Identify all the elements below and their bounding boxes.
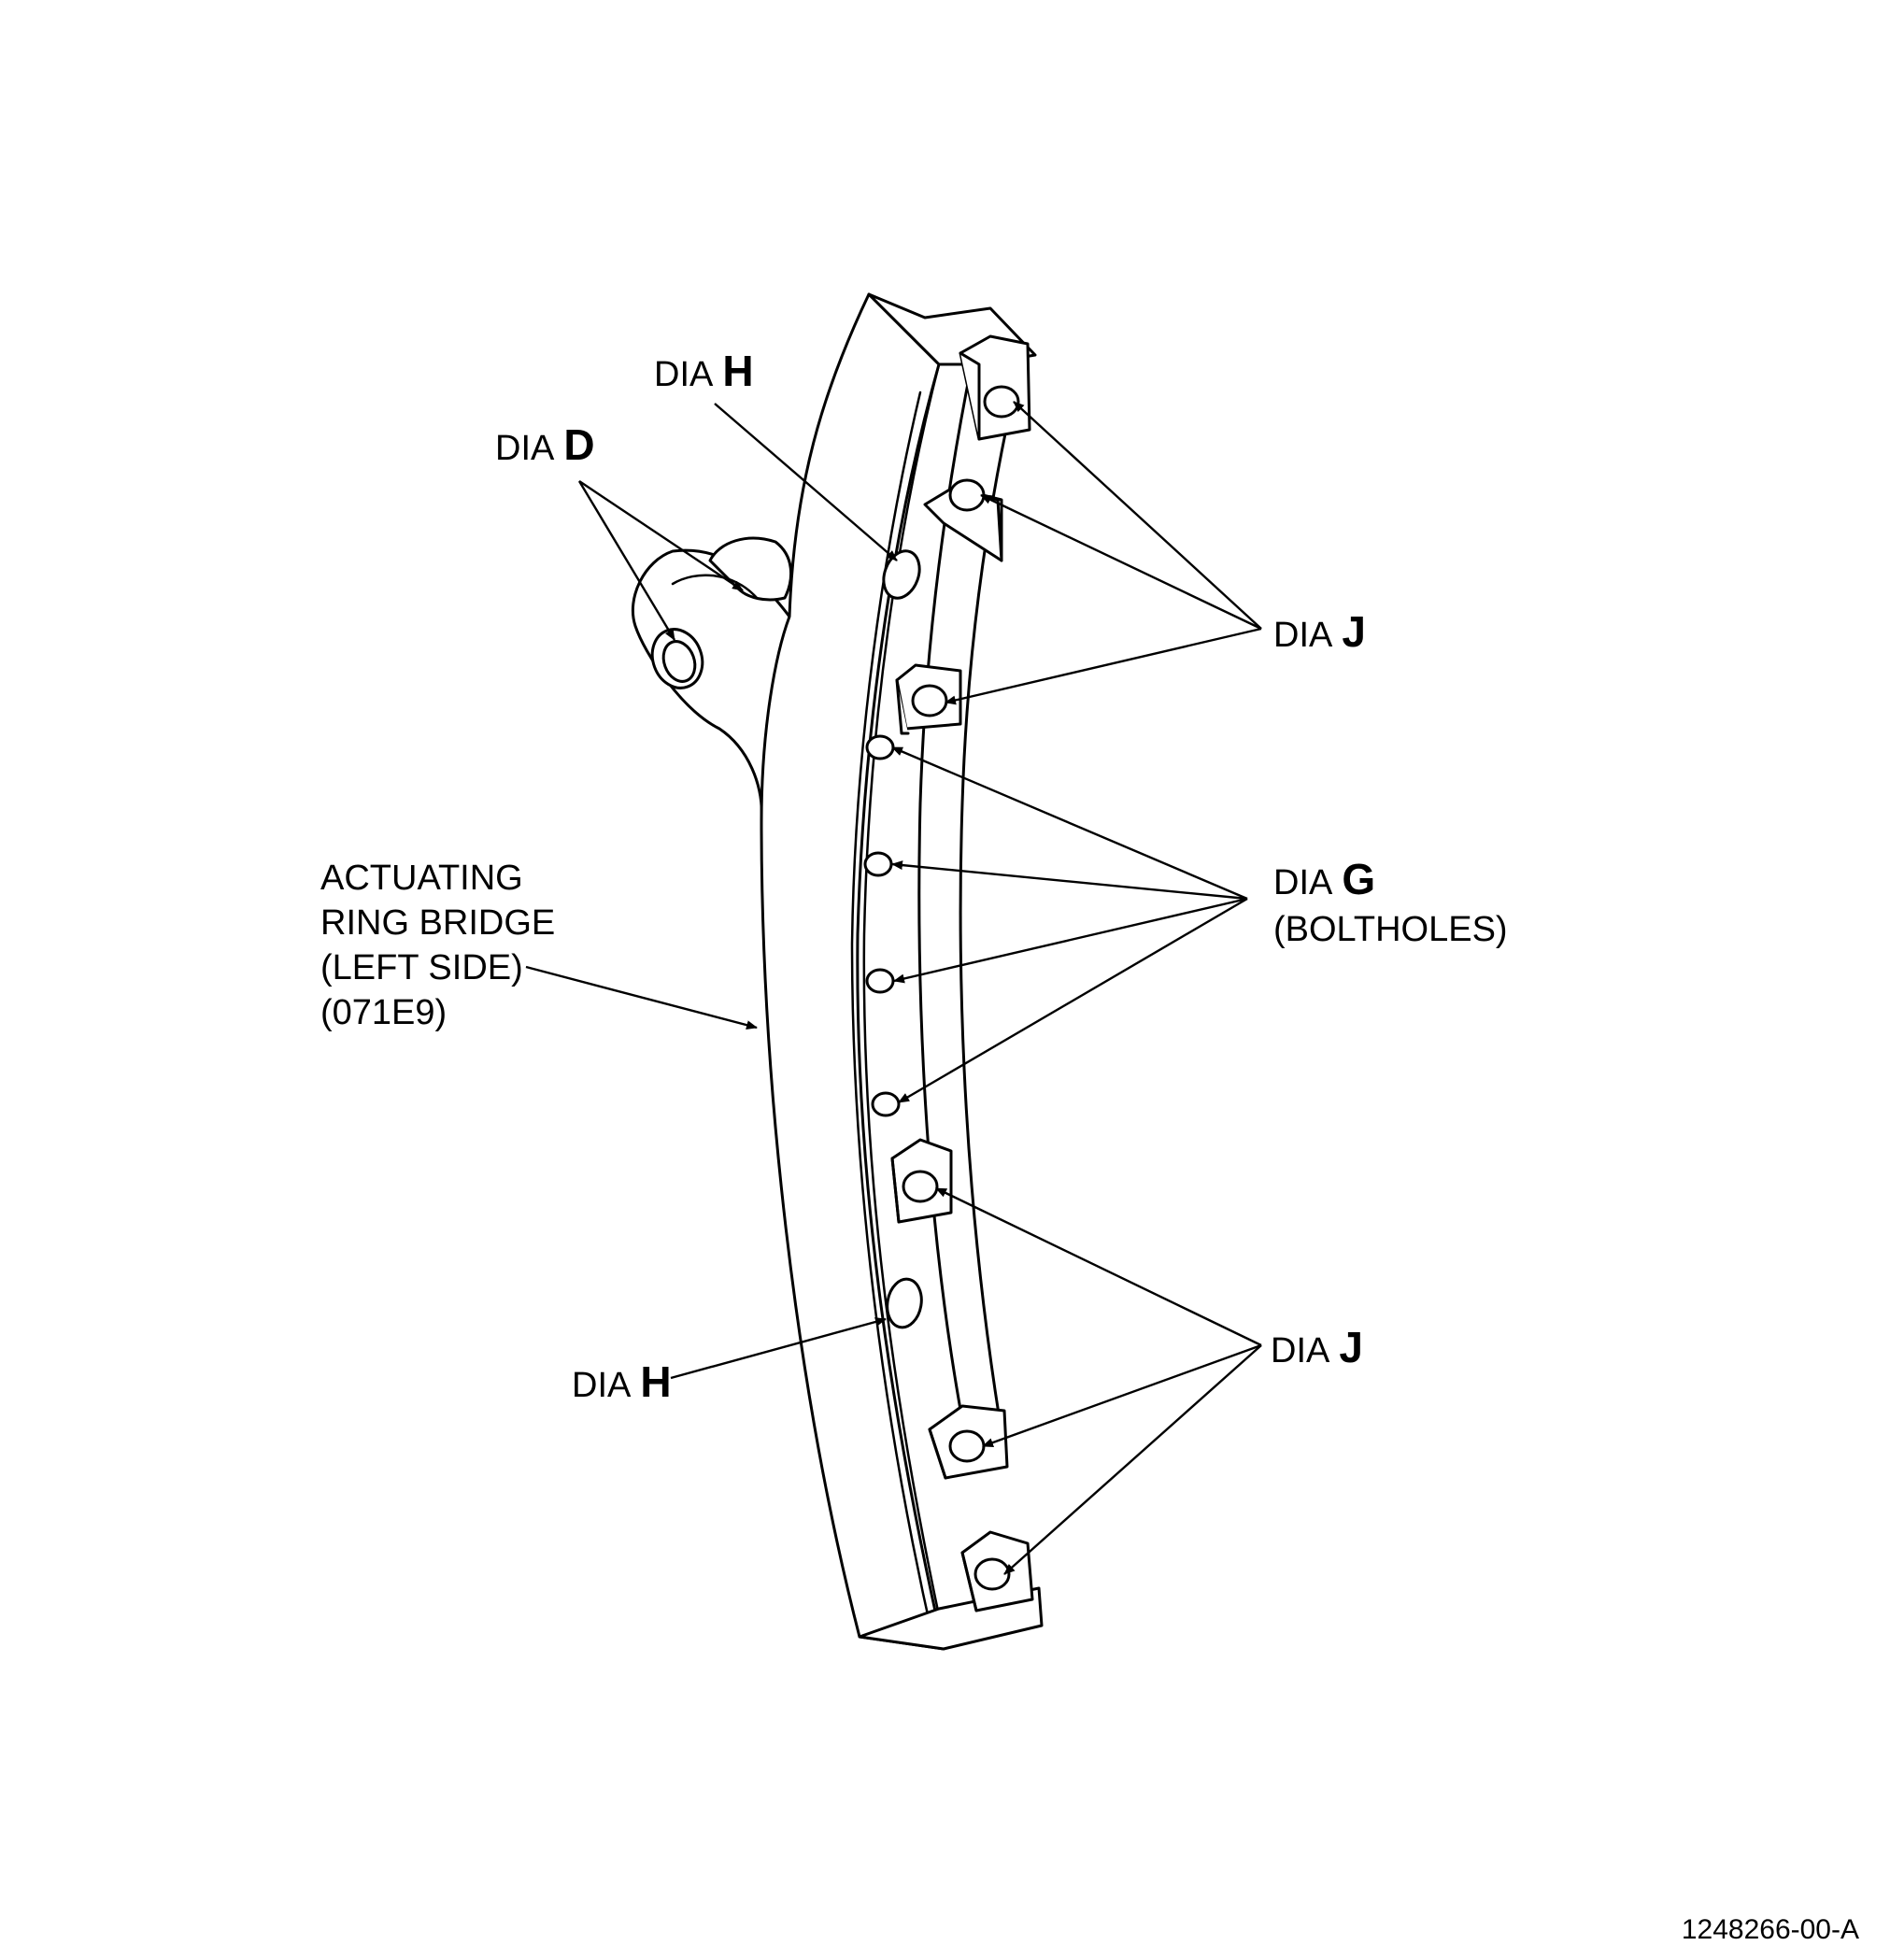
- leader-dia-h-bottom: [670, 1317, 887, 1380]
- dia-g-hole-4: [871, 1091, 901, 1117]
- part-outline: [631, 292, 1044, 1651]
- label-part-name: ACTUATING RING BRIDGE (LEFT SIDE) (071E9…: [320, 859, 555, 1032]
- leader-dia-j-top-1: [1013, 401, 1262, 630]
- dia-j-hole-1: [983, 385, 1020, 419]
- leader-dia-j-top-2: [980, 493, 1262, 631]
- dia-g-hole-1: [865, 734, 895, 760]
- leader-dia-j-bottom-3: [1003, 1344, 1262, 1575]
- leader-dia-g-1: [891, 746, 1248, 901]
- dia-g-hole-2: [863, 851, 893, 877]
- dia-h-hole-bottom: [886, 1277, 923, 1329]
- dia-j-hole-4: [902, 1170, 939, 1203]
- dia-j-hole-3: [911, 684, 948, 717]
- svg-text:(LEFT SIDE): (LEFT SIDE): [320, 948, 523, 987]
- leader-dia-g-2: [891, 860, 1248, 901]
- leader-dia-g-4: [898, 897, 1248, 1104]
- svg-text:ACTUATING: ACTUATING: [320, 859, 523, 898]
- svg-text:RING BRIDGE: RING BRIDGE: [320, 903, 555, 943]
- dia-j-hole-5: [948, 1429, 986, 1463]
- leader-lines: [525, 401, 1262, 1575]
- svg-text:(071E9): (071E9): [320, 993, 447, 1032]
- leader-dia-h-top: [714, 403, 898, 561]
- leader-dia-d-1: [578, 480, 744, 591]
- leader-part: [525, 965, 758, 1030]
- lug-body: [631, 548, 791, 824]
- leader-dia-d-2: [577, 480, 676, 641]
- leader-dia-j-bottom-1: [935, 1186, 1262, 1347]
- label-boltholes: (BOLTHOLES): [1273, 910, 1508, 949]
- dia-g-hole-3: [865, 968, 895, 994]
- dia-j-hole-2: [948, 478, 986, 512]
- dia-j-hole-6: [973, 1557, 1011, 1591]
- dia-h-hole-top: [882, 549, 921, 600]
- leader-dia-j-top-3: [945, 627, 1262, 705]
- leader-dia-j-bottom-2: [982, 1343, 1262, 1448]
- figure-number: 1248266-00-A: [1682, 1914, 1859, 1945]
- leader-dia-g-3: [893, 897, 1248, 984]
